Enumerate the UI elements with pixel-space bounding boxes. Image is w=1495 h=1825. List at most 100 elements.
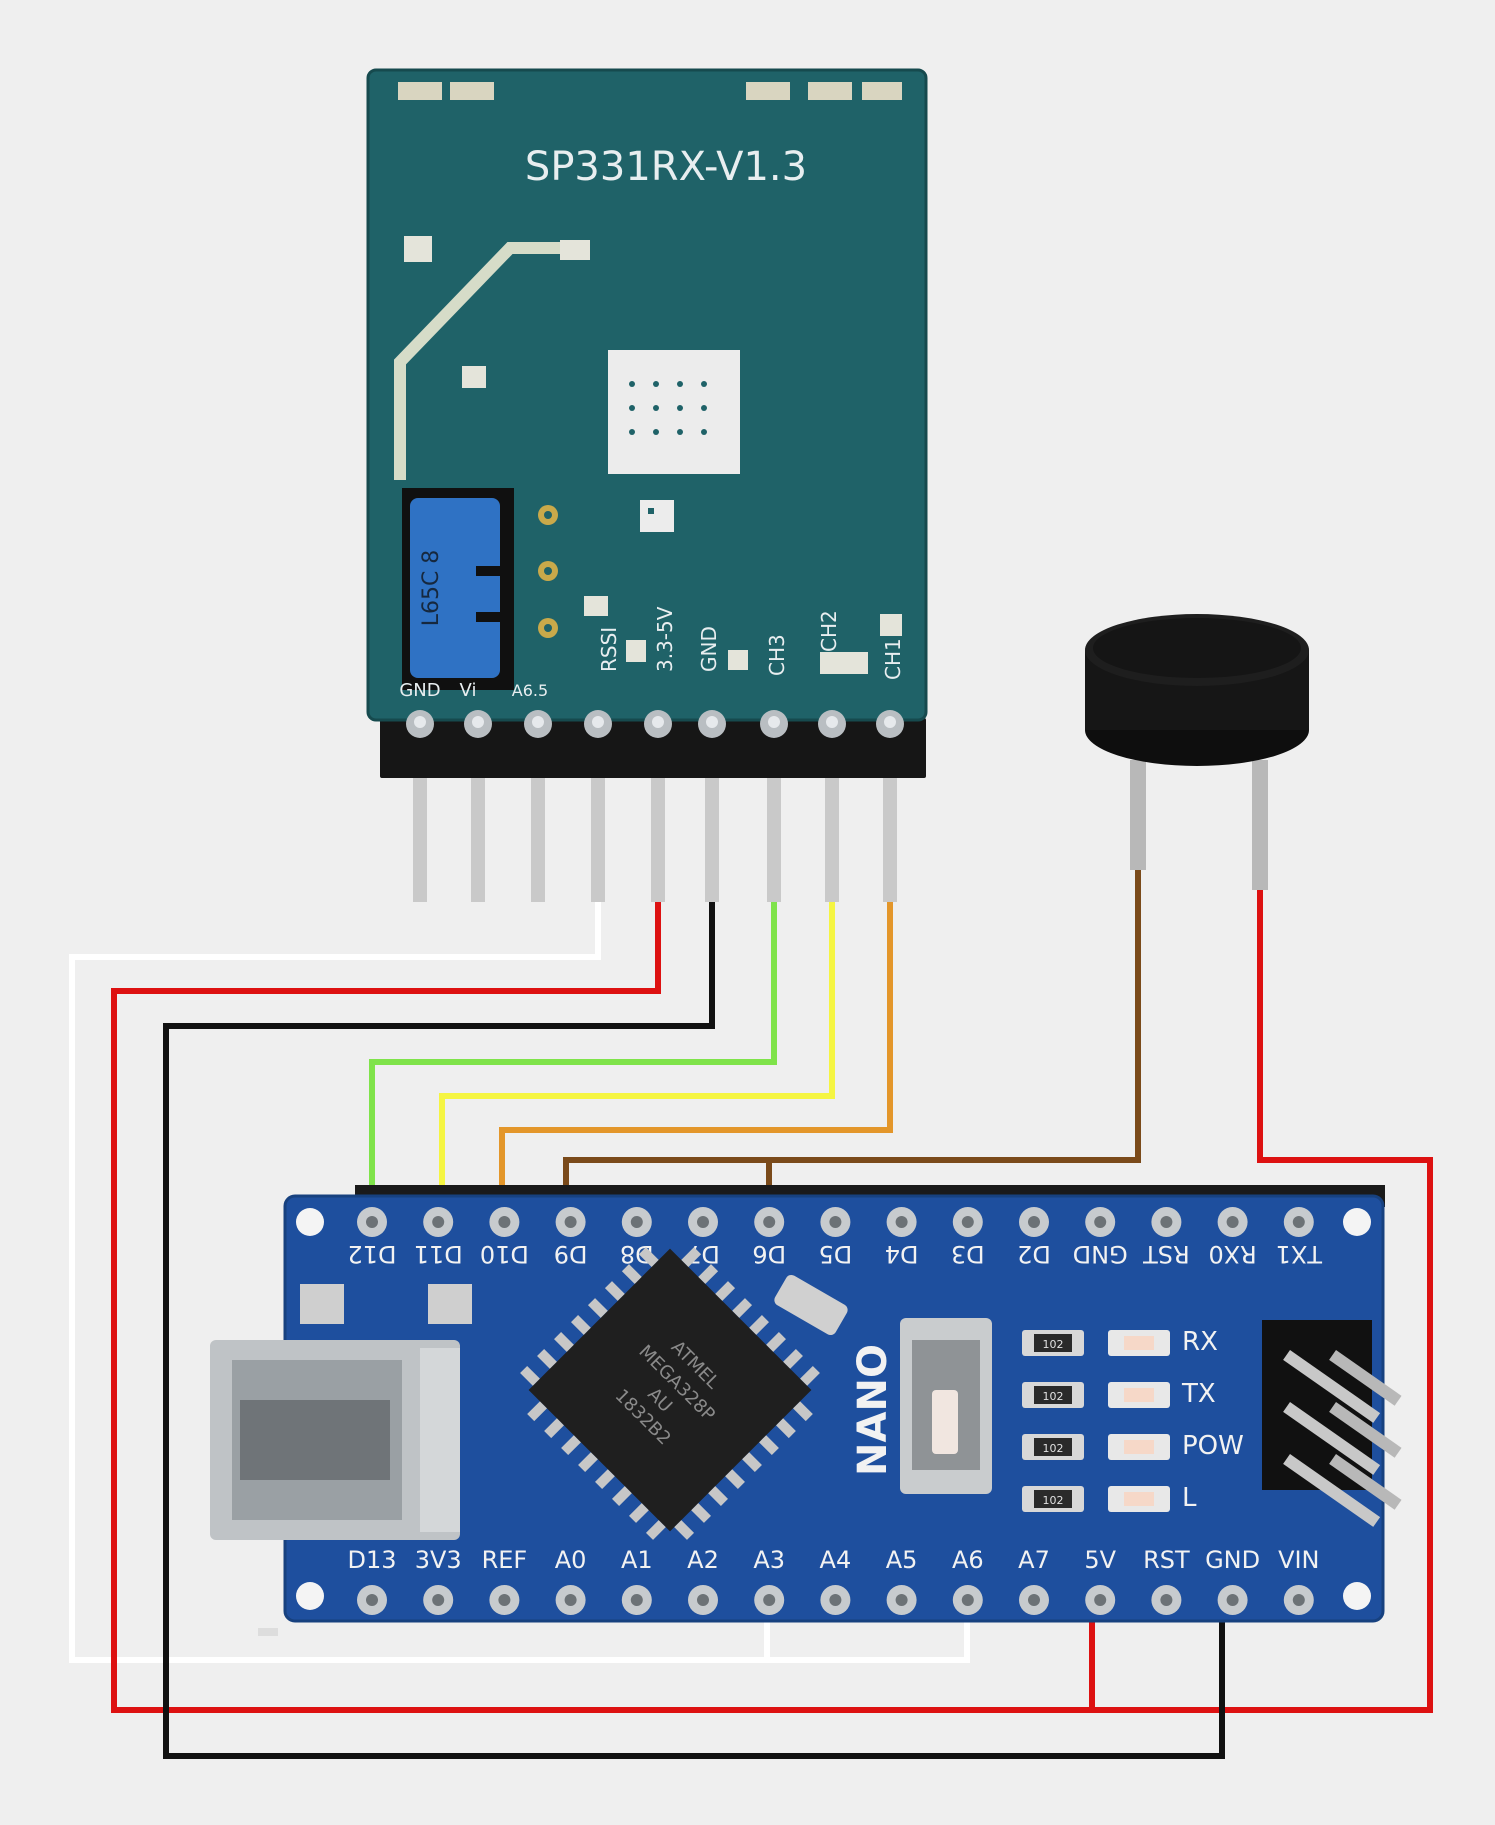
nano-top-label: TX1 xyxy=(1276,1240,1323,1268)
wire-yellow xyxy=(439,890,835,1205)
receiver-pin-leg xyxy=(591,770,605,902)
nano-bottom-label: A4 xyxy=(820,1546,852,1574)
nano-bottom-pin-pads xyxy=(357,1585,1314,1615)
receiver-pin-leg xyxy=(705,770,719,902)
nano-bottom-label: A7 xyxy=(1018,1546,1050,1574)
wire-orange xyxy=(499,890,893,1205)
nano-pin-a5 xyxy=(886,1585,917,1615)
nano-bottom-label: A1 xyxy=(621,1546,653,1574)
nano-bottom-label: A5 xyxy=(886,1546,918,1574)
nano-pin-vin xyxy=(1283,1585,1314,1615)
wire-white xyxy=(69,890,970,1663)
nano-pin-d12 xyxy=(357,1207,387,1237)
nano-pin-ref xyxy=(489,1585,520,1615)
nano-pin-a1 xyxy=(621,1585,652,1615)
receiver-model-label: SP331RX-V1.3 xyxy=(525,144,807,190)
nano-bottom-label: GND xyxy=(1205,1546,1260,1574)
led-tx: 102 TX xyxy=(1022,1379,1216,1409)
receiver-pin-leg xyxy=(883,770,897,902)
led-label: TX xyxy=(1181,1379,1216,1409)
rx-label-gnd2: GND xyxy=(697,626,721,672)
rx-label-vi: Vi xyxy=(460,680,477,701)
nano-pin-d3 xyxy=(952,1207,983,1237)
nano-pin-gnd xyxy=(1085,1207,1116,1237)
nano-top-label: RX0 xyxy=(1208,1240,1256,1268)
rx-label-a65: A6.5 xyxy=(512,681,548,700)
receiver-solder-joints xyxy=(406,710,904,738)
nano-pin-rx0 xyxy=(1217,1207,1248,1237)
nano-bottom-label: D13 xyxy=(347,1546,396,1574)
nano-pin-a3 xyxy=(754,1585,785,1615)
receiver-header xyxy=(380,718,926,778)
nano-pin-rst xyxy=(1151,1207,1182,1237)
nano-pin-d6 xyxy=(754,1207,785,1237)
nano-pin-rst xyxy=(1151,1585,1182,1615)
nano-pin-5v xyxy=(1085,1585,1116,1615)
nano-pin-d8 xyxy=(621,1207,652,1237)
receiver-pin-legs xyxy=(413,770,897,902)
nano-top-label: D6 xyxy=(752,1240,786,1268)
svg-text:102: 102 xyxy=(1043,1494,1064,1507)
nano-bottom-label: 3V3 xyxy=(415,1546,462,1574)
led-pow: 102 POW xyxy=(1022,1431,1244,1461)
nano-bottom-label: A6 xyxy=(952,1546,984,1574)
rx-label-ch2: CH2 xyxy=(817,610,841,652)
nano-top-label: GND xyxy=(1073,1240,1128,1268)
nano-pin-a6 xyxy=(952,1585,983,1615)
nano-pin-d10 xyxy=(489,1207,520,1237)
nano-pin-3v3 xyxy=(423,1585,454,1615)
wire-red xyxy=(111,890,1433,1713)
led-label: L xyxy=(1182,1483,1197,1513)
antenna-trace xyxy=(394,242,580,480)
nano-top-label: D4 xyxy=(885,1240,919,1268)
nano-pin-d2 xyxy=(1019,1207,1049,1237)
nano-pcb xyxy=(285,1196,1383,1621)
nano-bottom-label: A2 xyxy=(687,1546,719,1574)
receiver-pin-leg xyxy=(767,770,781,902)
receiver-pin-leg xyxy=(651,770,665,902)
nano-pin-a4 xyxy=(820,1585,851,1615)
wire-brown xyxy=(563,870,1141,1205)
nano-bottom-label: 5V xyxy=(1084,1546,1116,1574)
wire-green xyxy=(369,890,777,1205)
nano-pin-a0 xyxy=(555,1585,586,1615)
nano-top-label: D12 xyxy=(347,1240,396,1268)
nano-top-label: RST xyxy=(1143,1240,1190,1268)
buzzer xyxy=(1085,614,1309,890)
nano-bottom-label: RST xyxy=(1143,1546,1190,1574)
nano-bottom-label: REF xyxy=(482,1546,528,1574)
nano-top-label: D9 xyxy=(554,1240,588,1268)
nano-top-label: D10 xyxy=(480,1240,529,1268)
rx-label-vcc: 3.3-5V xyxy=(653,606,677,672)
nano-pin-d13 xyxy=(357,1585,387,1615)
rx-label-ch1: CH1 xyxy=(881,638,905,680)
receiver-pin-leg xyxy=(825,770,839,902)
nano-top-label: D2 xyxy=(1017,1240,1051,1268)
nano-top-label: D5 xyxy=(819,1240,853,1268)
nano-bottom-label: VIN xyxy=(1278,1546,1319,1574)
nano-pin-d9 xyxy=(555,1207,586,1237)
nano-pin-d4 xyxy=(886,1207,917,1237)
svg-text:102: 102 xyxy=(1043,1442,1064,1455)
wires-group xyxy=(69,870,1433,1759)
receiver-pin-leg xyxy=(471,770,485,902)
blue-component-marking: L65C 8 xyxy=(419,550,444,627)
rx-label-ch3: CH3 xyxy=(765,634,789,676)
led-l: 102 L xyxy=(1022,1483,1197,1513)
nano-pin-a2 xyxy=(688,1585,718,1615)
nano-pin-tx1 xyxy=(1283,1207,1314,1237)
chip-pad xyxy=(608,350,740,474)
svg-text:102: 102 xyxy=(1043,1338,1064,1351)
svg-text:102: 102 xyxy=(1043,1390,1064,1403)
nano-pin-d7 xyxy=(688,1207,718,1237)
wire-black xyxy=(163,890,1225,1759)
led-label: POW xyxy=(1182,1431,1244,1461)
rx-label-rssi: RSSI xyxy=(597,627,621,672)
nano-pin-gnd xyxy=(1217,1585,1248,1615)
